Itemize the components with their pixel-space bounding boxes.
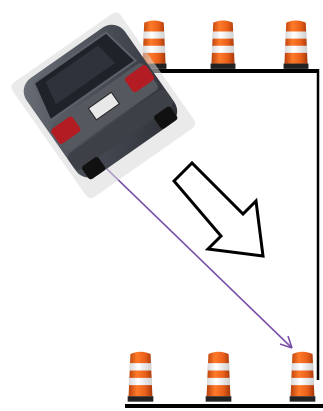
top-cones bbox=[142, 20, 309, 68]
traffic-cone-icon bbox=[211, 20, 236, 68]
traffic-cone-icon bbox=[128, 352, 154, 402]
bottom-cones bbox=[128, 352, 316, 402]
traffic-cone-icon bbox=[290, 352, 316, 402]
traffic-cone-icon bbox=[284, 20, 309, 68]
direction-arrow-icon bbox=[174, 163, 263, 256]
car-rear-photo bbox=[9, 10, 197, 200]
traffic-cone-icon bbox=[206, 352, 232, 402]
